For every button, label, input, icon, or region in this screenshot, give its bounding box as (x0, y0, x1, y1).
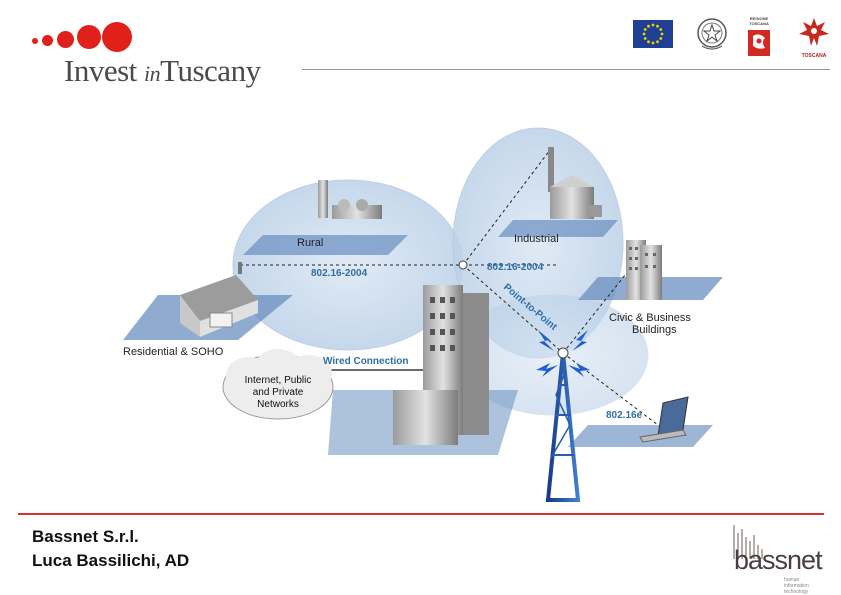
industrial-label: Industrial (514, 233, 559, 245)
brand-text-in: in (144, 61, 161, 86)
toscana-label: TOSCANA (801, 53, 827, 59)
civic-label-line1: Civic & Business (609, 312, 691, 324)
florence-lily-icon (799, 18, 829, 46)
office-tower-icon (393, 285, 489, 445)
mobile-standard-label: 802.16e (606, 410, 643, 421)
footer-rule (18, 513, 824, 515)
signal-bolt-icon (536, 330, 590, 377)
bassnet-wordmark: bassnet (734, 545, 823, 575)
standard-left-label: 802.16-2004 (311, 268, 368, 279)
cloud-label-line1: Internet, Public (245, 375, 312, 386)
farm-silo-icon (318, 180, 382, 219)
tagline-line1: human (784, 577, 800, 583)
cloud-label-line2: and Private (253, 387, 304, 398)
factory-icon (548, 147, 602, 219)
civic-tower-link-line (562, 264, 634, 354)
presenter-block: Bassnet S.r.l. Luca Bassilichi, AD (32, 525, 189, 573)
regione-label: REGIONE (749, 16, 769, 21)
header: Invest inTuscany REGIONE TOSCANA (0, 0, 841, 100)
brand-dot (57, 31, 74, 48)
header-rule (302, 69, 830, 70)
ptp-link-line (462, 264, 564, 354)
regione-toscana-label: TOSCANA (749, 21, 769, 26)
wired-connection-label: Wired Connection (323, 356, 408, 367)
laptop-icon (639, 396, 689, 443)
standard-right-label: 802.16-2004 (487, 262, 544, 273)
italian-republic-emblem-icon (696, 16, 728, 52)
wimax-tower-icon (545, 347, 581, 502)
base-station-node (458, 260, 468, 270)
bassnet-logo: bassnet human information technology (730, 523, 834, 595)
rural-platform (243, 235, 408, 255)
civic-buildings-icon (626, 240, 662, 300)
brand-logo: Invest inTuscany (64, 53, 261, 89)
eu-flag-icon (633, 20, 673, 48)
company-name: Bassnet S.r.l. (32, 527, 139, 546)
rural-label: Rural (297, 237, 323, 249)
civic-label-line2: Buildings (632, 324, 677, 336)
presenter-name: Luca Bassilichi, AD (32, 551, 190, 570)
brand-dot (32, 38, 38, 44)
regione-toscana-logo: REGIONE TOSCANA (744, 16, 774, 62)
cloud-label-line3: Networks (257, 399, 299, 410)
internet-cloud-icon (222, 349, 334, 420)
bassnet-bars-icon (733, 525, 763, 559)
house-icon (180, 262, 258, 337)
brand-text-tuscany: Tuscany (160, 53, 261, 88)
mobile-platform (568, 425, 713, 447)
brand-dot (102, 22, 132, 52)
bassnet-tagline: human information technology (784, 577, 809, 595)
brand-text-invest: Invest (64, 53, 145, 88)
residential-label: Residential & SOHO (123, 346, 224, 358)
tagline-line2: information (784, 583, 809, 589)
brand-dot (77, 25, 101, 49)
industrial-platform (498, 220, 618, 237)
tagline-line3: technology (784, 589, 809, 595)
brand-dot (42, 35, 53, 46)
wimax-network-diagram: Rural Industrial 802.16-2004 802.16-2004… (123, 127, 723, 502)
industrial-link-line (462, 149, 551, 266)
toscana-brand-logo: TOSCANA (797, 16, 831, 62)
regione-shield-icon (748, 30, 770, 56)
